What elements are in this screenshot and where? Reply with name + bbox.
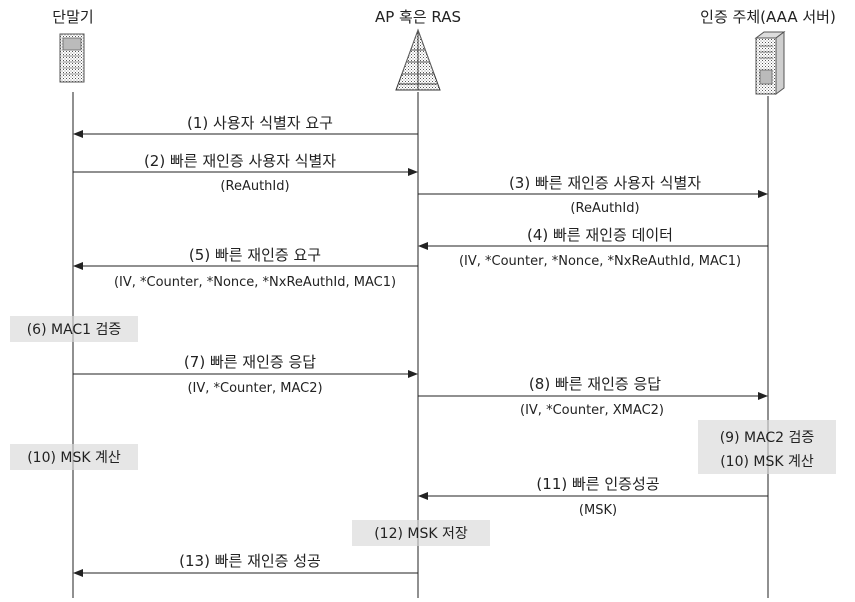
note-text: (6) MAC1 검증 (27, 322, 122, 338)
note-mac1-verify: (6) MAC1 검증 (10, 316, 138, 342)
note-text: (9) MAC2 검증 (720, 430, 815, 446)
message-label: (2) 빠른 재인증 사용자 식별자 (144, 152, 336, 170)
note-text: (10) MSK 계산 (27, 450, 121, 466)
terminal-device-icon (59, 33, 85, 83)
message-label: (1) 사용자 식별자 요구 (187, 114, 333, 132)
participant-label-aaa: 인증 주체(AAA 서버) (700, 8, 836, 26)
participant-label-terminal: 단말기 (52, 8, 93, 26)
message-m3: (3) 빠른 재인증 사용자 식별자 (ReAuthId) (418, 174, 768, 216)
message-label: (7) 빠른 재인증 응답 (184, 353, 316, 371)
message-m11: (11) 빠른 인증성공 (MSK) (418, 475, 768, 518)
message-label: (13) 빠른 재인증 성공 (179, 552, 321, 570)
message-m13: (13) 빠른 재인증 성공 (73, 552, 418, 577)
message-label: (5) 빠른 재인증 요구 (189, 246, 321, 264)
note-text: (12) MSK 저장 (374, 526, 468, 542)
message-params: (IV, *Counter, XMAC2) (520, 403, 664, 418)
message-m7: (7) 빠른 재인증 응답 (IV, *Counter, MAC2) (73, 353, 418, 396)
message-params: (IV, *Counter, *Nonce, *NxReAuthId, MAC1… (459, 254, 741, 269)
message-params: (ReAuthId) (570, 201, 639, 216)
message-m8: (8) 빠른 재인증 응답 (IV, *Counter, XMAC2) (418, 375, 768, 418)
message-m1: (1) 사용자 식별자 요구 (73, 114, 418, 138)
message-label: (3) 빠른 재인증 사용자 식별자 (509, 174, 701, 192)
antenna-tower-icon (395, 28, 441, 91)
note-msk-store: (12) MSK 저장 (352, 520, 490, 546)
message-params: (IV, *Counter, *Nonce, *NxReAuthId, MAC1… (114, 275, 396, 290)
message-label: (11) 빠른 인증성공 (536, 475, 659, 493)
message-m5: (5) 빠른 재인증 요구 (IV, *Counter, *Nonce, *Nx… (73, 246, 418, 290)
message-m2: (2) 빠른 재인증 사용자 식별자 (ReAuthId) (73, 152, 418, 194)
message-params: (IV, *Counter, MAC2) (187, 381, 322, 396)
message-m4: (4) 빠른 재인증 데이터 (IV, *Counter, *Nonce, *N… (418, 226, 768, 269)
message-params: (MSK) (579, 503, 617, 518)
participant-label-ap: AP 혹은 RAS (375, 8, 461, 26)
message-label: (8) 빠른 재인증 응답 (529, 375, 661, 393)
note-msk-compute-terminal: (10) MSK 계산 (10, 444, 138, 470)
message-label: (4) 빠른 재인증 데이터 (527, 226, 673, 244)
message-params: (ReAuthId) (220, 179, 289, 194)
note-text: (10) MSK 계산 (720, 454, 814, 470)
server-icon (754, 31, 786, 95)
note-mac2-verify: (9) MAC2 검증 (10) MSK 계산 (698, 420, 836, 474)
